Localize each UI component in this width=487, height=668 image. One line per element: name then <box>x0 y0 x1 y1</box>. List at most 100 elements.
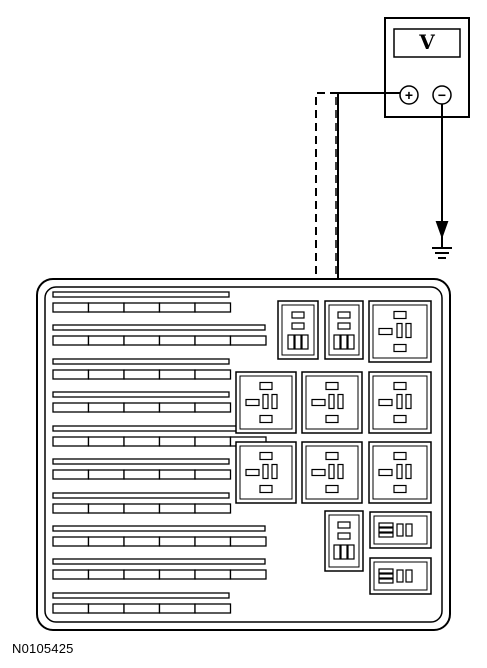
relay-inner <box>239 375 293 430</box>
relay-pin <box>245 468 260 477</box>
mini-relay-pin <box>333 334 341 350</box>
mini-relay-pin <box>378 578 394 584</box>
fuse-row <box>52 558 267 580</box>
fuse-row-bar <box>52 358 230 365</box>
relay-pin <box>393 451 407 461</box>
fuse-cell <box>52 603 90 614</box>
fuse-cell <box>123 402 161 413</box>
mini-relay-outer <box>277 300 319 360</box>
fuse-row <box>52 592 232 614</box>
fuse-row-bar <box>52 558 266 565</box>
fuse-cell <box>158 335 196 346</box>
mini-relay-outer <box>324 510 364 572</box>
relay-pin <box>393 381 407 391</box>
relay <box>368 371 432 434</box>
fuse-row <box>52 458 232 480</box>
mini-relays <box>277 300 432 595</box>
mini-relay-pin <box>337 322 351 330</box>
fuse-cell <box>229 536 267 547</box>
fuse-row <box>52 525 267 547</box>
fuse-cell <box>123 369 161 380</box>
mini-relay-pin <box>337 532 351 540</box>
fuse-cell <box>194 302 232 313</box>
relay-inner <box>372 304 428 359</box>
fuse-cell <box>194 569 232 580</box>
relay-inner <box>239 445 293 500</box>
fuse-cell <box>52 469 90 480</box>
relay-pin <box>405 393 412 410</box>
relay-inner <box>372 375 428 430</box>
fuse-box-inner <box>44 286 443 623</box>
mini-relay-pin <box>333 544 341 560</box>
fuse-cell <box>123 335 161 346</box>
fuse-cell <box>52 335 90 346</box>
relay-pin <box>325 381 339 391</box>
mini-relay-pin <box>291 311 305 319</box>
fuse-row <box>52 492 232 514</box>
mini-relay <box>324 510 364 572</box>
relay-pin <box>393 343 407 353</box>
fuse-row-bar <box>52 324 266 331</box>
fuse-cell <box>194 469 232 480</box>
mini-relay-inner <box>328 304 360 356</box>
relay <box>301 441 363 504</box>
relay-pin <box>325 484 339 494</box>
relay <box>235 371 297 434</box>
fuse-row-bar <box>52 592 230 599</box>
fuse-cell <box>87 503 125 514</box>
mini-relay-pin <box>294 334 302 350</box>
relay-pin <box>311 468 326 477</box>
fuse-cell <box>158 536 196 547</box>
fuse-cell <box>52 302 90 313</box>
relay <box>368 300 432 363</box>
fuse-cell <box>123 569 161 580</box>
fuse-cell <box>87 469 125 480</box>
fuse-cell <box>87 369 125 380</box>
fuse-cell <box>123 436 161 447</box>
fuse-cell <box>87 536 125 547</box>
fuse-row <box>52 291 232 313</box>
relay-pin <box>396 393 403 410</box>
relay <box>368 441 432 504</box>
voltmeter-display-symbol: V <box>418 30 435 54</box>
relay-pin <box>259 484 273 494</box>
mini-relay-pin <box>301 334 309 350</box>
relay-pin <box>262 393 269 410</box>
fuse-row-bar <box>52 525 266 532</box>
relay-pin <box>325 414 339 424</box>
fuse-cell <box>87 402 125 413</box>
mini-relay-inner <box>281 304 315 356</box>
fuse-cell <box>158 503 196 514</box>
fuse-row-bar <box>52 492 230 499</box>
positive-lead-dashed <box>315 92 338 368</box>
relay-pin <box>311 398 326 407</box>
voltmeter-body <box>384 17 470 118</box>
fuse-cell <box>52 436 90 447</box>
mini-relay-pin <box>287 334 295 350</box>
mini-relay-inner <box>373 515 428 545</box>
relay-pin <box>396 322 403 339</box>
fuse-cell <box>123 536 161 547</box>
fuse-cell <box>158 436 196 447</box>
fuse-cell <box>194 603 232 614</box>
fuse-cell <box>194 335 232 346</box>
mini-relay-pin <box>378 573 394 579</box>
fuse-cell <box>87 436 125 447</box>
negative-terminal-label: − <box>438 87 446 103</box>
fuse-row-bar <box>52 291 230 298</box>
fuse-cell <box>87 335 125 346</box>
relay-pin <box>328 393 335 410</box>
relay-pin <box>393 414 407 424</box>
mini-relay-pin <box>378 568 394 574</box>
relay-inner <box>305 375 359 430</box>
relay-pin <box>245 398 260 407</box>
relay-pin <box>337 463 344 480</box>
fuse-cell <box>229 335 267 346</box>
relay <box>301 371 363 434</box>
fuse-cell <box>52 536 90 547</box>
voltmeter: V + − <box>384 17 470 118</box>
relay-pin <box>396 463 403 480</box>
voltmeter-display <box>393 28 461 58</box>
fuse-cell <box>87 603 125 614</box>
